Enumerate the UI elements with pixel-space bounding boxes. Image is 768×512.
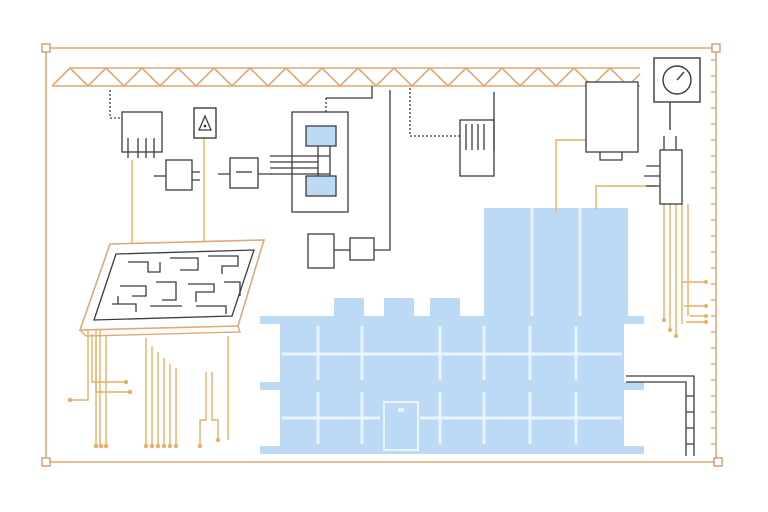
roof-slab: [260, 316, 644, 324]
warning-sign-icon: [193, 107, 217, 139]
circuit-board: [78, 239, 266, 337]
gauge-icon: [653, 57, 701, 130]
building: [260, 208, 644, 454]
ground-slab: [260, 446, 644, 454]
coil-icon: [409, 88, 495, 177]
side-panel: [626, 375, 695, 456]
control-cabinet: [585, 81, 639, 161]
valve-assembly: [270, 86, 373, 213]
switch-icon: [218, 157, 272, 189]
truss-beam: [51, 66, 641, 88]
wire-terminals: [67, 280, 708, 449]
outer-frame: [45, 47, 718, 463]
middle-slab: [260, 382, 644, 390]
building-door: [383, 401, 419, 451]
roof-units: [334, 298, 460, 316]
transformer-icon: [154, 159, 200, 191]
sensor-probe: [644, 136, 683, 205]
wiring: [70, 136, 706, 446]
relay-block: [109, 90, 163, 158]
frame-corner-markers: [41, 43, 723, 467]
building-tower: [484, 208, 628, 318]
junction-box: [307, 90, 391, 269]
window-mullions: [282, 326, 622, 444]
